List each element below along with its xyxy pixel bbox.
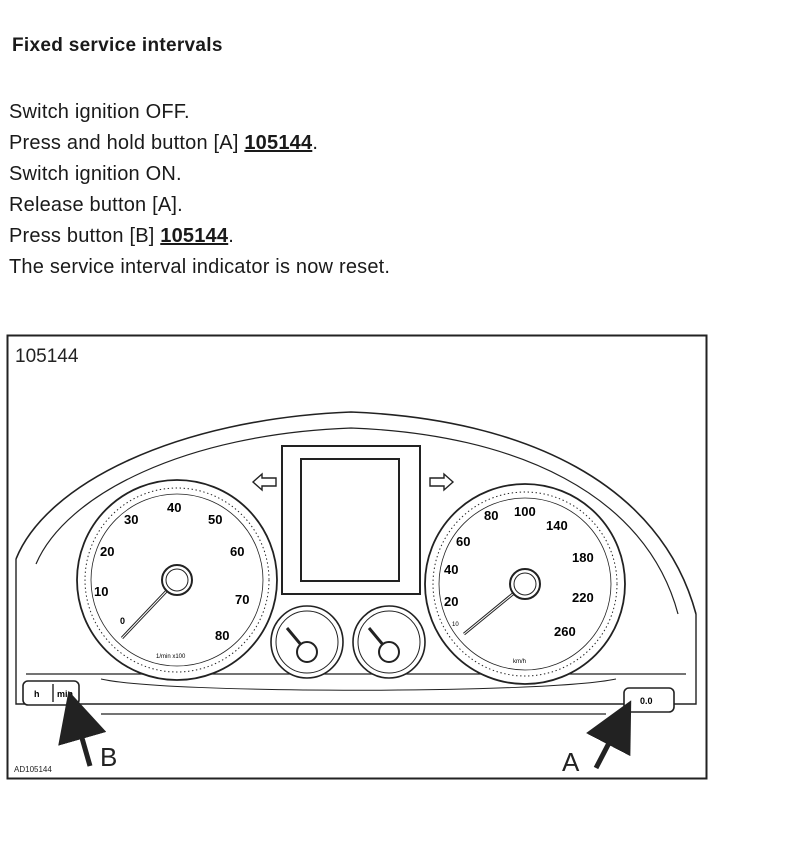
turn-right-arrow-icon [429, 472, 455, 492]
cluster-housing [15, 411, 697, 615]
svg-text:220: 220 [572, 590, 594, 605]
temperature-gauge [352, 605, 426, 679]
instrument-cluster-drawing: 105144 0 10 20 30 40 50 60 70 80 1/min x [6, 334, 708, 780]
svg-text:0: 0 [120, 616, 125, 626]
svg-text:20: 20 [444, 594, 458, 609]
svg-text:h: h [34, 689, 40, 699]
instruction-step-4: Release button [A]. [9, 194, 183, 216]
instruction-step-2: Press and hold button [A] 105144. [9, 132, 319, 154]
speedometer-gauge: 10 20 40 60 80 100 140 180 220 260 km/h [424, 483, 626, 685]
figure-number: 105144 [15, 346, 79, 367]
label-a: A [562, 747, 580, 777]
svg-text:40: 40 [167, 500, 181, 515]
svg-text:10: 10 [94, 584, 108, 599]
svg-text:60: 60 [456, 534, 470, 549]
svg-text:260: 260 [554, 624, 576, 639]
svg-text:70: 70 [235, 592, 249, 607]
svg-text:20: 20 [100, 544, 114, 559]
svg-text:180: 180 [572, 550, 594, 565]
tachometer-gauge: 0 10 20 30 40 50 60 70 80 1/min x100 [76, 479, 278, 681]
button-b-h-min[interactable]: h min [22, 680, 80, 706]
instruction-step-3: Switch ignition ON. [9, 163, 182, 185]
svg-text:80: 80 [484, 508, 498, 523]
figure-reference-link[interactable]: 105144 [244, 132, 313, 154]
page-title: Fixed service intervals [12, 35, 223, 56]
arrow-a-icon [585, 700, 632, 770]
svg-text:140: 140 [546, 518, 568, 533]
arrow-b-icon [58, 690, 107, 767]
svg-text:10: 10 [452, 622, 459, 628]
svg-text:min: min [57, 689, 73, 699]
svg-text:60: 60 [230, 544, 244, 559]
figure-footer-code: AD105144 [14, 765, 52, 774]
svg-text:30: 30 [124, 512, 138, 527]
tachometer-unit: 1/min x100 [156, 654, 186, 660]
instruction-step-5: Press button [B] 105144. [9, 225, 234, 247]
button-a-trip-reset[interactable]: 0.0 [623, 687, 675, 713]
svg-text:80: 80 [215, 628, 229, 643]
instrument-cluster-figure: 105144 0 10 20 30 40 50 60 70 80 1/min x [6, 334, 708, 780]
label-b: B [100, 742, 117, 772]
instruction-step-6: The service interval indicator is now re… [9, 256, 391, 278]
speedometer-unit: km/h [513, 659, 526, 665]
svg-text:40: 40 [444, 562, 458, 577]
svg-text:50: 50 [208, 512, 222, 527]
svg-text:100: 100 [514, 504, 536, 519]
instruction-list: Switch ignition OFF. Press and hold butt… [9, 97, 390, 283]
turn-left-arrow-icon [251, 472, 277, 492]
instruction-step-1: Switch ignition OFF. [9, 101, 190, 123]
figure-reference-link[interactable]: 105144 [160, 225, 229, 247]
fuel-gauge [270, 605, 344, 679]
svg-text:0.0: 0.0 [640, 696, 653, 706]
